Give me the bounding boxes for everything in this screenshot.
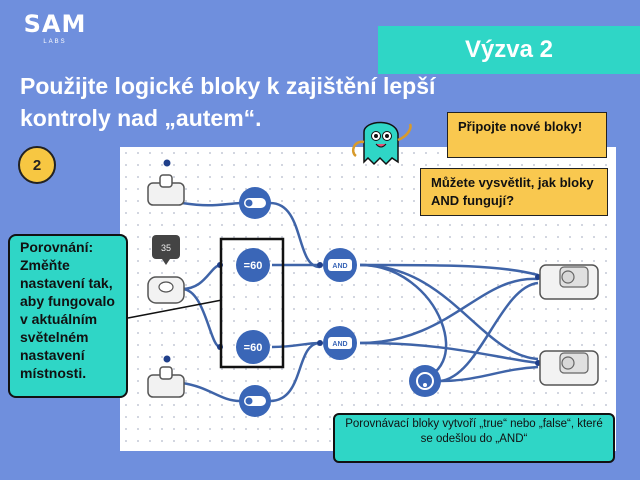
and-icon[interactable]: AND	[323, 248, 357, 282]
light-sensor-icon[interactable]	[147, 276, 185, 304]
wire	[439, 365, 539, 383]
compare-icon[interactable]: =60	[236, 248, 270, 282]
wire	[181, 381, 241, 403]
and-top-label: AND	[332, 263, 347, 270]
wire	[359, 341, 539, 365]
logo-text: SAM	[23, 10, 87, 38]
step-number-badge: 2	[18, 146, 56, 184]
sensor-value: 35	[161, 243, 171, 253]
title-line-2: kontroly nad „autem“.	[20, 105, 262, 131]
logo-subtext: LABS	[43, 39, 67, 45]
and-bottom-label: AND	[332, 341, 347, 348]
motor-icon[interactable]	[539, 264, 599, 300]
and-icon[interactable]: AND	[323, 326, 357, 360]
wire	[359, 263, 539, 277]
motor-icon[interactable]	[539, 350, 599, 386]
wire	[439, 281, 539, 383]
button-icon[interactable]	[147, 366, 185, 398]
port	[317, 262, 323, 268]
port	[163, 355, 171, 363]
port	[317, 340, 323, 346]
sam-labs-logo: SAM LABS	[22, 10, 88, 45]
mascot-icon	[352, 121, 412, 166]
toggle-icon[interactable]	[239, 187, 271, 219]
compare-explanation-note: Porovnávací bloky vytvoří „true“ nebo „f…	[333, 413, 615, 463]
sensor-value-bubble: 35	[152, 235, 180, 265]
compare-top-label: =60	[244, 260, 263, 272]
button-icon[interactable]	[147, 174, 185, 206]
wire	[181, 201, 241, 207]
compare-icon[interactable]: =60	[236, 330, 270, 364]
challenge-banner: Výzva 2	[378, 26, 640, 74]
block-diagram: 35 =60 =60 AND	[147, 159, 599, 417]
compare-bottom-label: =60	[244, 342, 263, 354]
wire	[181, 287, 221, 349]
compare-highlight-frame	[219, 237, 285, 369]
port	[163, 159, 171, 167]
connect-blocks-note: Připojte nové bloky!	[447, 112, 607, 158]
wire	[359, 277, 539, 345]
buzzer-icon[interactable]	[409, 365, 441, 397]
title-line-1: Použijte logické bloky k zajištění lepší	[20, 73, 436, 99]
slide-title: Použijte logické bloky k zajištění lepší…	[20, 70, 460, 134]
explain-and-note: Můžete vysvětlit, jak bloky AND fungují?	[420, 168, 608, 216]
toggle-icon[interactable]	[239, 385, 271, 417]
comparison-callout: Porovnání: Změňte nastavení tak, aby fun…	[8, 234, 128, 398]
workspace-canvas[interactable]: 35 =60 =60 AND	[120, 147, 616, 451]
wire	[269, 341, 321, 403]
